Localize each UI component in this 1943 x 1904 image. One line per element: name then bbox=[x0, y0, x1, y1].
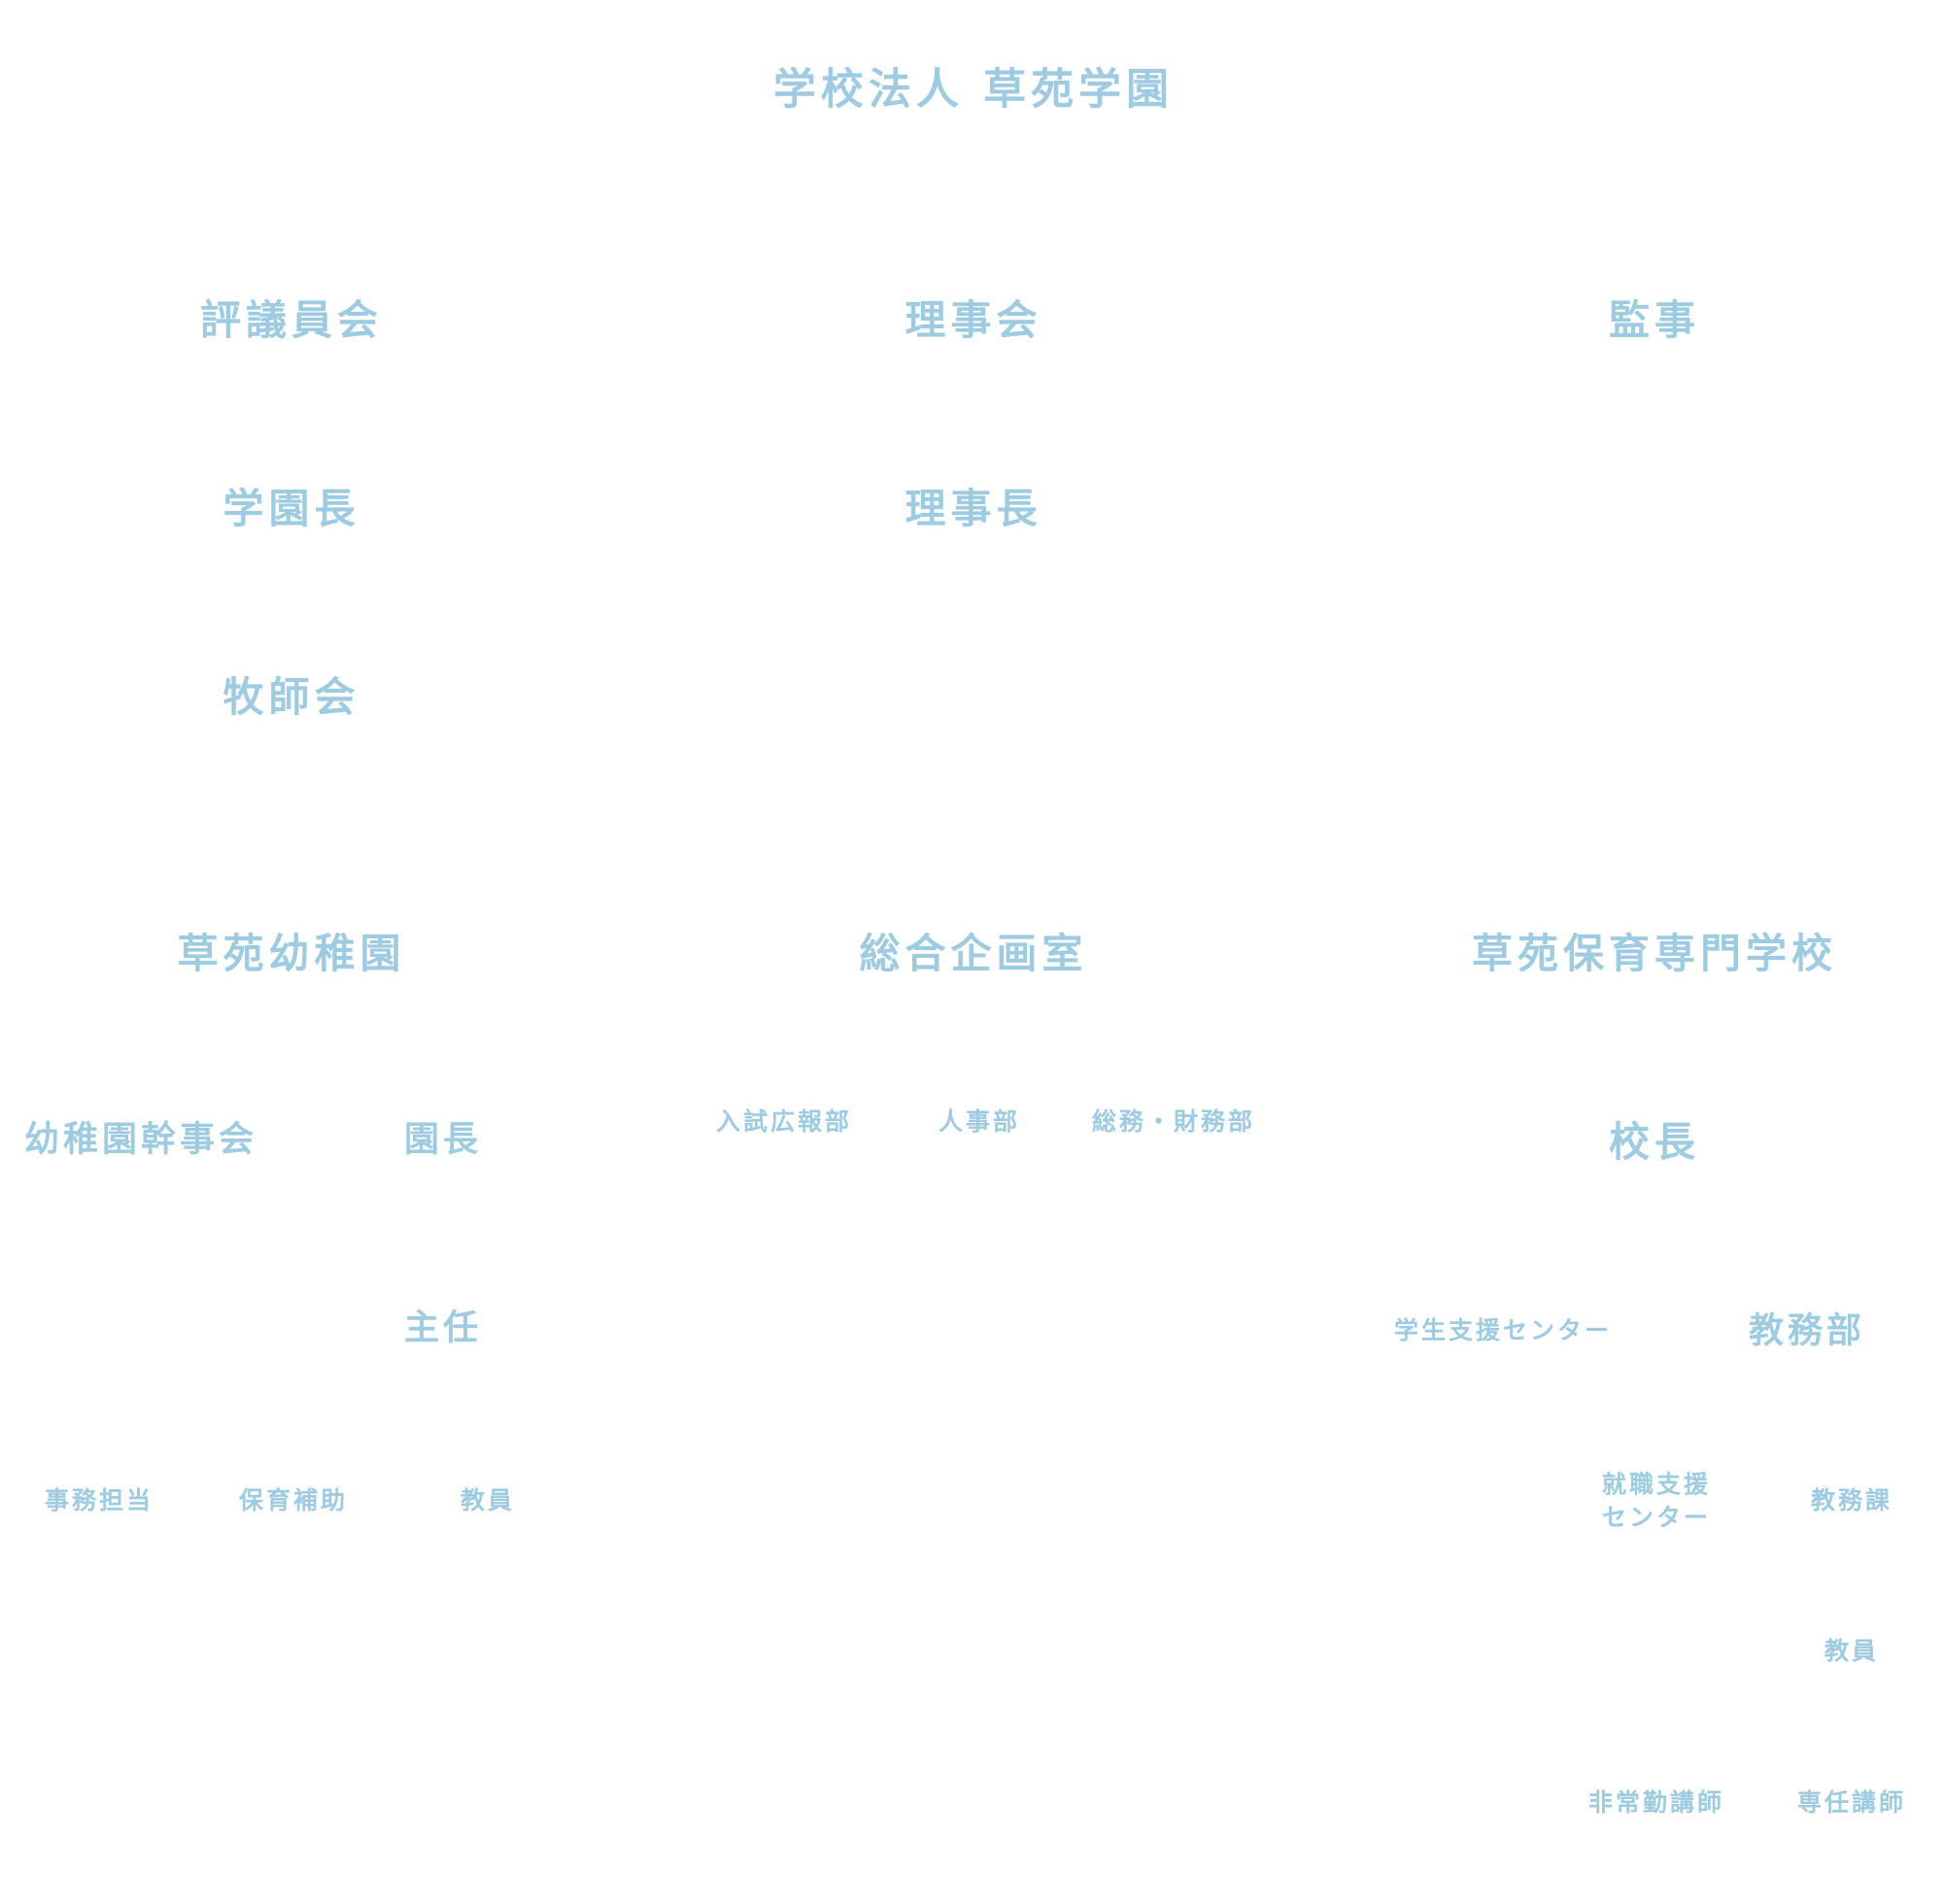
general-affairs-finance-node: 総務・財務部 bbox=[1091, 1107, 1256, 1136]
childcare-assistant-node: 保育補助 bbox=[238, 1486, 349, 1514]
kindergarten-council-node: 幼稚園幹事会 bbox=[23, 1119, 258, 1160]
part-time-lecturer-node: 非常勤講師 bbox=[1587, 1788, 1725, 1817]
kindergarten-director-node: 園長 bbox=[403, 1119, 483, 1160]
kindergarten-teacher-node: 教員 bbox=[460, 1486, 516, 1514]
student-support-center-node: 学生支援センター bbox=[1393, 1316, 1613, 1344]
college-faculty-node: 教員 bbox=[1824, 1637, 1880, 1665]
pastors-council-node: 牧師会 bbox=[222, 672, 360, 721]
academy-head-node: 学園長 bbox=[222, 484, 360, 532]
office-clerk-node: 事務担当 bbox=[44, 1486, 154, 1514]
chairman-node: 理事長 bbox=[904, 484, 1042, 532]
admissions-pr-node: 入試広報部 bbox=[715, 1107, 853, 1136]
college-node: 草苑保育専門学校 bbox=[1471, 929, 1838, 977]
career-support-line-2: センター bbox=[1601, 1503, 1712, 1531]
full-time-lecturer-node: 専任講師 bbox=[1796, 1788, 1907, 1817]
kindergarten-node: 草苑幼稚園 bbox=[177, 929, 406, 977]
planning-office-node: 総合企画室 bbox=[859, 929, 1088, 977]
hr-node: 人事部 bbox=[937, 1107, 1021, 1136]
academic-office-node: 教務課 bbox=[1810, 1486, 1893, 1514]
principal-node: 校長 bbox=[1608, 1117, 1701, 1166]
auditor-node: 監事 bbox=[1608, 295, 1701, 344]
academic-affairs-node: 教務部 bbox=[1748, 1310, 1866, 1351]
council-node: 評議員会 bbox=[199, 295, 384, 344]
board-node: 理事会 bbox=[904, 295, 1042, 344]
kindergarten-chief-node: 主任 bbox=[403, 1308, 483, 1348]
org-title: 学校法人 草苑学園 bbox=[772, 64, 1175, 115]
career-support-center-node: 就職支援 センター bbox=[1602, 1468, 1711, 1534]
career-support-line-1: 就職支援 bbox=[1601, 1470, 1712, 1499]
